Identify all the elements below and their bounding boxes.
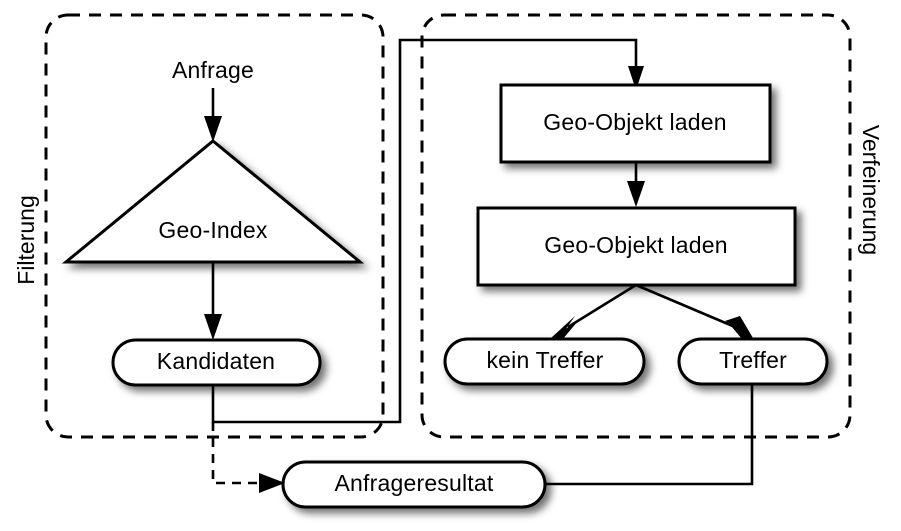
arrowhead-icon <box>204 116 222 142</box>
node-treffer-shape[interactable] <box>677 337 829 386</box>
node-anfrageresultat-label: Anfrageresultat <box>335 470 494 496</box>
edge-geo-objekt-laden-2-to-kein-treffer <box>551 283 637 340</box>
node-geo-objekt-laden-2-label: Geo-Objekt laden <box>544 232 727 258</box>
node-geo-index-label: Geo-Index <box>158 217 267 243</box>
node-geo-objekt-laden-1-label: Geo-Objekt laden <box>543 109 726 135</box>
node-kein-treffer[interactable]: kein Treffer <box>443 337 646 386</box>
edge-geo-objekt-laden-2-to-treffer <box>635 283 753 339</box>
arrowhead-icon <box>204 314 222 340</box>
node-kandidaten-shape[interactable] <box>111 338 322 387</box>
edge-geo-index-to-kandidaten <box>204 262 222 340</box>
node-anfrageresultat[interactable]: Anfrageresultat <box>281 460 547 509</box>
node-geo-index-shape[interactable] <box>61 139 365 264</box>
edge-path <box>567 283 637 329</box>
edge-kandidaten-to-geo-objekt-laden-1 <box>211 38 644 424</box>
node-geo-index[interactable]: Geo-Index <box>61 139 365 264</box>
arrowhead-icon <box>726 320 753 339</box>
edge-path <box>545 383 754 486</box>
arrowhead-icon <box>551 321 578 340</box>
node-anfrageresultat-shape[interactable] <box>281 460 547 509</box>
edge-treffer-to-anfrageresultat <box>545 383 754 486</box>
arrowhead-icon <box>628 66 644 90</box>
edge-path-dashed <box>211 422 260 485</box>
edge-path <box>211 38 638 424</box>
node-kandidaten[interactable]: Kandidaten <box>111 338 322 387</box>
arrowhead-icon <box>259 473 285 493</box>
node-anfrage-label: Anfrage <box>172 57 254 83</box>
group-verfeinerung: Verfeinerung <box>420 13 884 439</box>
arrowhead-icon <box>627 181 645 207</box>
group-filterung: Filterung <box>13 13 385 439</box>
edge-geo-objekt-laden-1-to-2 <box>627 162 645 207</box>
edge-anfrage-to-geo-index <box>204 88 222 142</box>
node-treffer[interactable]: Treffer <box>677 337 829 386</box>
group-filterung-label: Filterung <box>13 195 39 284</box>
node-geo-objekt-laden-2-shape[interactable] <box>476 206 797 287</box>
node-geo-objekt-laden-2[interactable]: Geo-Objekt laden <box>476 206 797 287</box>
group-filterung-border <box>44 13 385 439</box>
node-kandidaten-label: Kandidaten <box>157 348 275 374</box>
node-kein-treffer-shape[interactable] <box>443 337 646 386</box>
node-treffer-label: Treffer <box>719 347 787 373</box>
arrowhead-icon <box>725 316 753 338</box>
node-kein-treffer-label: kein Treffer <box>486 347 603 373</box>
group-verfeinerung-border <box>420 13 852 439</box>
arrowhead-icon <box>551 316 575 338</box>
edge-path <box>635 283 736 329</box>
node-geo-objekt-laden-1[interactable]: Geo-Objekt laden <box>499 83 772 164</box>
edge-kandidaten-to-anfrageresultat <box>211 422 285 493</box>
group-verfeinerung-label: Verfeinerung <box>858 125 884 255</box>
